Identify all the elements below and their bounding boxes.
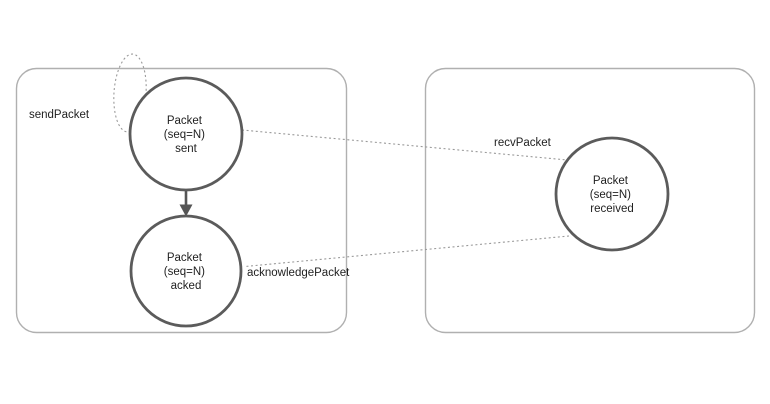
state-sent-line3: sent xyxy=(175,143,198,155)
state-acked-line3: acked xyxy=(171,280,202,292)
sender-container xyxy=(15,67,348,334)
state-received-line2: (seq=N) xyxy=(590,189,631,201)
state-received-label: Packet (seq=N) received xyxy=(590,175,634,215)
acknowledge-packet-label: acknowledgePacket xyxy=(247,267,350,279)
state-sent xyxy=(128,76,244,192)
state-sent-line2: (seq=N) xyxy=(164,129,205,141)
state-acked xyxy=(129,214,243,328)
ack-edge xyxy=(244,235,570,268)
state-acked-label: Packet (seq=N) acked xyxy=(164,252,208,292)
recv-edge xyxy=(241,129,568,161)
state-sent-line1: Packet xyxy=(167,115,203,127)
state-received-line3: received xyxy=(590,203,633,215)
sent-to-acked-arrow xyxy=(179,190,193,217)
state-acked-line2: (seq=N) xyxy=(164,266,205,278)
state-received xyxy=(554,136,670,252)
recv-packet-label: recvPacket xyxy=(494,137,552,149)
state-acked-line1: Packet xyxy=(167,252,203,264)
state-received-line1: Packet xyxy=(593,175,629,187)
arrowhead-icon xyxy=(179,204,193,217)
send-packet-label: sendPacket xyxy=(29,109,90,121)
state-sent-label: Packet (seq=N) sent xyxy=(164,115,208,155)
